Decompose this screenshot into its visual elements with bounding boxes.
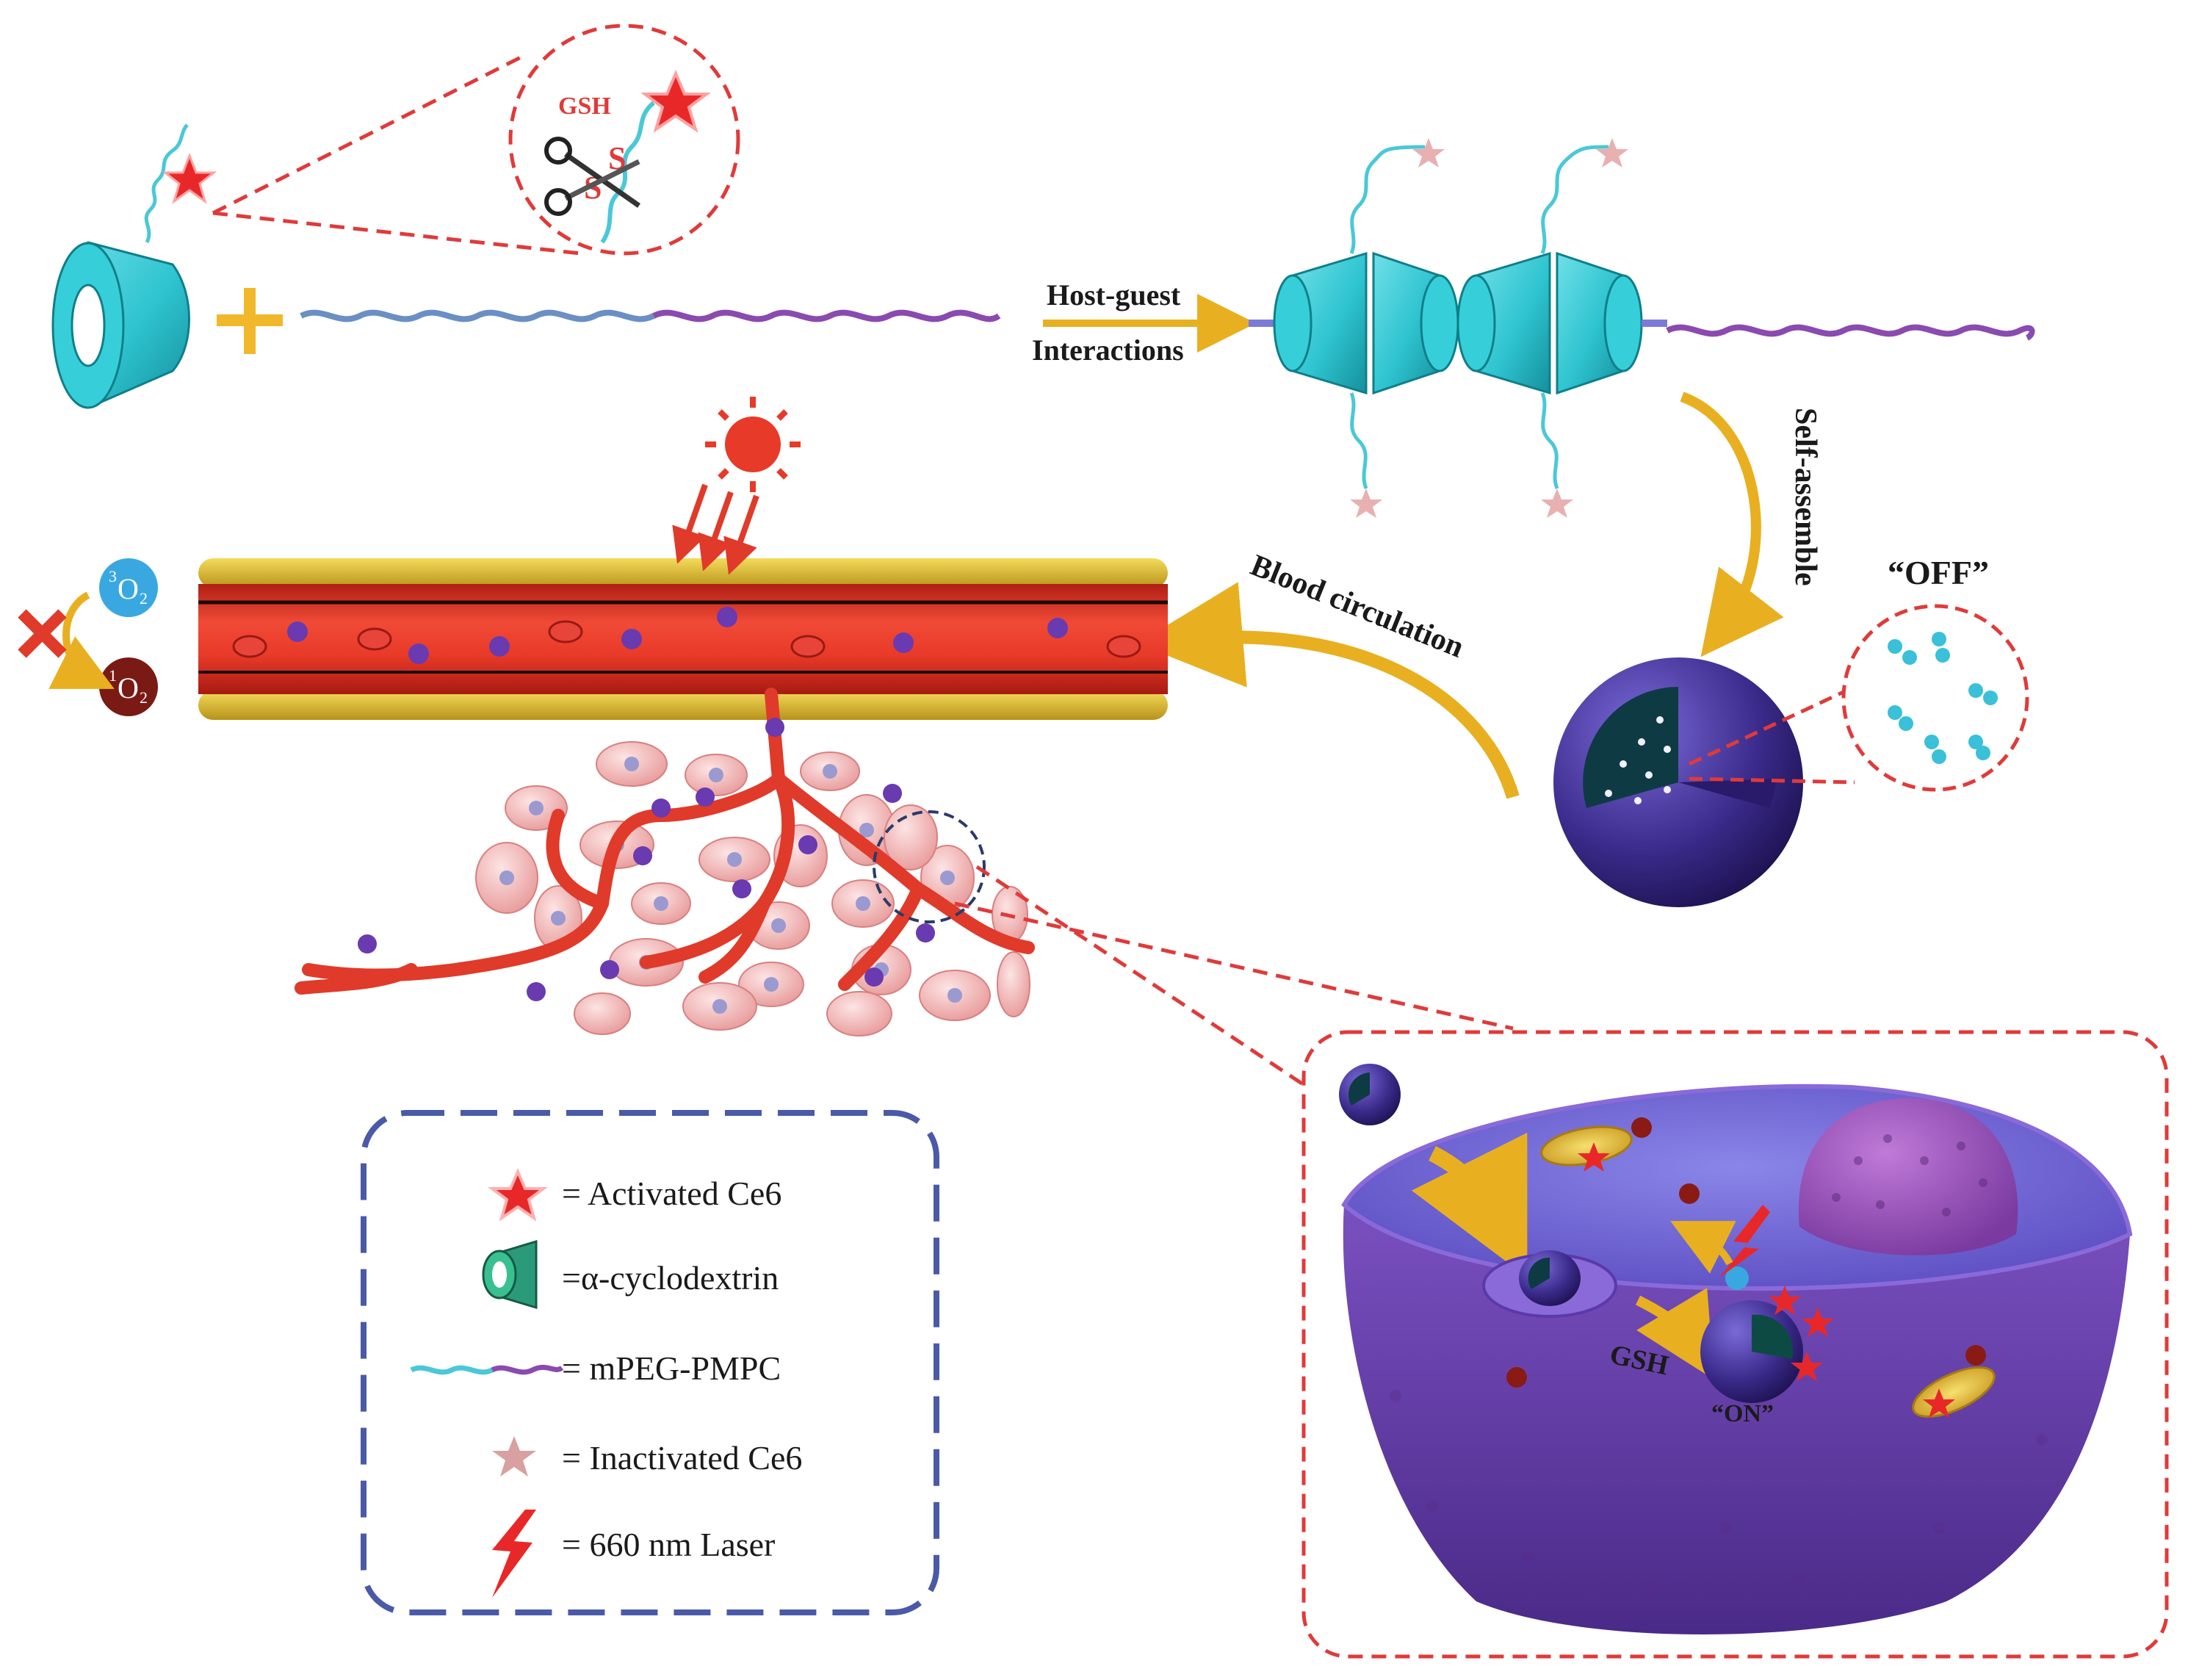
svg-text:2: 2 [140,589,148,608]
tumor-zoom-focus [873,810,986,923]
legend-box [361,1110,939,1615]
scissors-icon [544,137,641,216]
off-label: “OFF” [1888,554,1989,591]
released-ce6-star-icon [640,69,711,133]
gsh-label-top: GSH [558,93,611,120]
blocked-cross-icon [18,609,67,658]
blood-circulation-arrow [1137,582,1520,799]
svg-text:O: O [118,671,139,704]
svg-text:2: 2 [140,688,148,707]
self-assemble-label: Self-assemble [1788,408,1822,586]
svg-text:O: O [118,572,139,605]
legend-inactivated-ce6: = Inactivated Ce6 [562,1439,802,1477]
on-label: “ON” [1711,1400,1774,1427]
legend-activated-ce6: = Activated Ce6 [562,1175,781,1212]
legend-laser-bolt-icon [492,1510,536,1598]
inactivated-ce6-star-icon [1541,489,1573,518]
mpeg-pmpc-chain [300,309,655,322]
legend-mpeg-pmpc-icon [410,1364,564,1375]
gsh-cleavage-magnifier [508,24,740,256]
legend-activated-ce6-star-icon [488,1167,548,1222]
activated-ce6-star-icon [162,152,217,204]
blood-vessel [198,558,1168,720]
svg-text:1: 1 [109,666,117,685]
ce6-tether [144,123,189,244]
legend-mpeg-pmpc: = mPEG-PMPC [562,1349,781,1387]
legend: = Activated Ce6 =α-cyclodextrin = mPEG-P… [410,1167,802,1598]
host-guest-label: Host-guest [1047,278,1181,311]
nanoparticle-off [1553,657,1856,907]
sun-light-icon [672,397,801,575]
tumor-cell: GSH “ON” [1339,1064,2133,1634]
interactions-label: Interactions [1032,334,1184,367]
pseudorotaxane [1249,138,2035,518]
cyclodextrin-monomer [51,241,190,409]
laser-bolt-icon [1719,1205,1770,1278]
inactivated-ce6-star-icon [1412,138,1445,167]
legend-660nm-laser: = 660 nm Laser [562,1526,775,1563]
inactivated-ce6-star-icon [1596,138,1628,167]
cd-cluster-icon [1888,632,1998,764]
legend-alpha-cyclodextrin: =α-cyclodextrin [562,1259,779,1297]
tumor-tissue [295,688,1035,1037]
inactivated-ce6-star-icon [1350,489,1382,518]
plus-icon [217,288,283,354]
cell-zoom-frame [1301,1030,2169,1659]
blood-circulation-label: Blood circulation [1246,549,1468,665]
legend-alpha-cyclodextrin-icon [482,1239,538,1310]
oxygen-conversion: 3 O 2 1 O 2 [18,558,158,716]
legend-inactivated-ce6-star-icon [492,1436,536,1477]
self-assemble-arrow [1680,392,1784,657]
svg-text:3: 3 [109,567,117,585]
triplet-oxygen-icon [99,558,158,617]
